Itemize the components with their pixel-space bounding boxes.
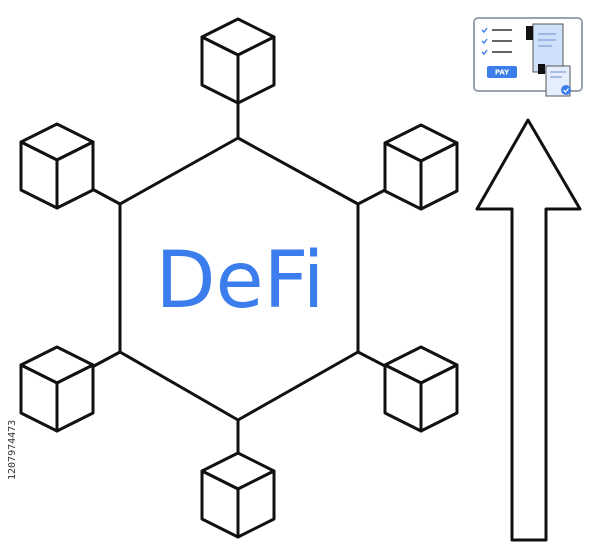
checklist-icon bbox=[481, 27, 512, 56]
cube-node-lower-left bbox=[19, 345, 95, 433]
cube-node-bottom bbox=[200, 451, 276, 539]
cube-node-upper-left bbox=[19, 122, 95, 210]
network-connectors bbox=[92, 101, 387, 454]
defi-label: DeFi bbox=[156, 236, 325, 326]
verified-document-icon bbox=[545, 65, 571, 97]
watermark-id: 1207974473 bbox=[7, 420, 18, 480]
up-arrow-icon bbox=[475, 118, 582, 542]
payment-card-icon: PAY bbox=[473, 17, 583, 97]
cube-node-lower-right bbox=[383, 345, 459, 433]
receipt-icon bbox=[526, 23, 564, 74]
defi-hexagon bbox=[118, 136, 360, 422]
pay-button-label: PAY bbox=[495, 69, 510, 77]
pay-button[interactable]: PAY bbox=[487, 66, 517, 78]
cube-node-top bbox=[200, 17, 276, 105]
cube-node-upper-right bbox=[383, 123, 459, 211]
